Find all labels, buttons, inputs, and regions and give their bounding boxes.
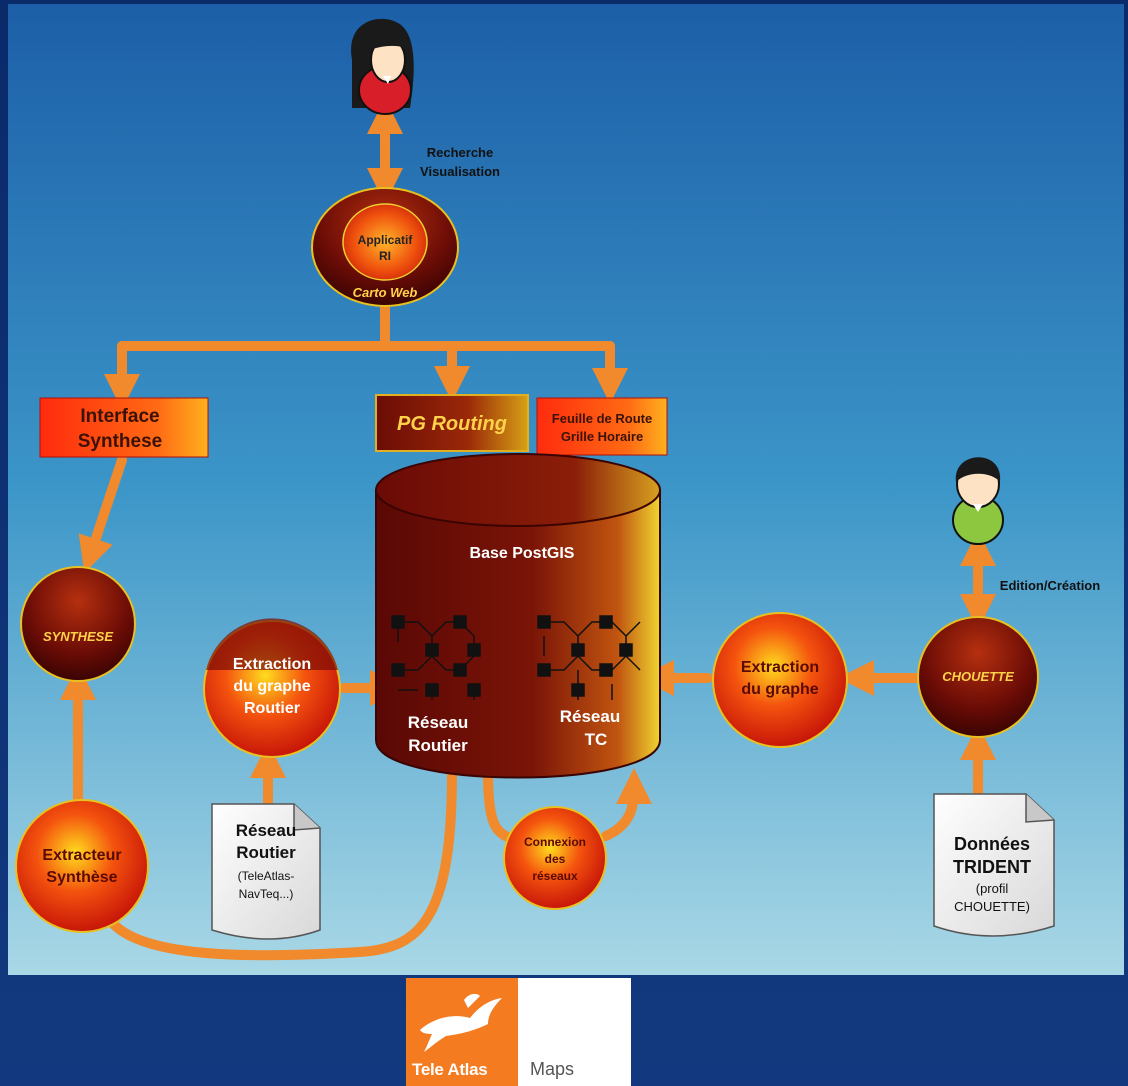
synthese-label: SYNTHESE [43,629,113,644]
extraction-routier-line-2: du graphe [233,678,310,695]
applicatif-line-1: Applicatif [358,233,414,247]
pg-routing-label: PG Routing [397,413,507,435]
editor-action: Edition/Création [1000,578,1100,593]
doc-trident-line-2: TRIDENT [953,857,1031,877]
arrow-interface-synthese [78,455,127,574]
base-postgis-label: Base PostGIS [470,545,575,562]
synthese-node[interactable] [20,566,136,682]
reseau-routier-document[interactable] [211,803,321,940]
curve-db-extracteur [105,767,457,961]
db-routier-line-2: Routier [408,736,468,755]
tc-network-icon [537,615,641,700]
doc-routier-line-2: Routier [236,843,296,862]
feuille-line-2: Grille Horaire [561,429,643,444]
connexion-node[interactable] [503,806,607,910]
extraction-routier-line-1: Extraction [233,656,311,673]
postgis-database[interactable] [375,453,661,779]
user-action-1: Recherche [427,145,493,160]
chouette-label: CHOUETTE [942,669,1014,684]
carto-web-node[interactable] [311,187,459,307]
extracteur-synthese-node[interactable] [15,799,149,933]
connexion-line-3: réseaux [532,869,578,883]
carto-web-label: Carto Web [353,285,418,300]
bird-icon [420,993,502,1052]
donnees-trident-document[interactable] [933,793,1055,937]
interface-line-1: Interface [80,406,159,427]
extraction-tc-line-2: du graphe [741,681,818,698]
chouette-node[interactable] [917,616,1039,738]
connectors [60,98,996,961]
doc-routier-line-1: Réseau [236,821,296,840]
interface-synthese-box[interactable] [39,397,209,458]
db-tc-line-1: Réseau [560,707,620,726]
logo-brand: Tele Atlas [412,1060,488,1079]
extracteur-line-1: Extracteur [42,847,121,864]
curve-connexion-tc [601,768,652,841]
pg-routing-box[interactable] [375,394,529,452]
connexion-line-1: Connexion [524,835,586,849]
doc-routier-line-4: NavTeq...) [239,887,294,901]
doc-routier-line-3: (TeleAtlas- [238,869,295,883]
routier-network-icon [391,615,481,700]
applicatif-line-2: RI [379,249,391,263]
logo-product: Maps [530,1059,575,1079]
connexion-line-2: des [545,852,566,866]
interface-line-2: Synthese [78,431,162,452]
doc-trident-line-3: (profil [976,881,1009,896]
db-routier-line-1: Réseau [408,713,468,732]
extraction-tc-line-1: Extraction [741,659,819,676]
doc-trident-line-4: CHOUETTE) [954,899,1030,914]
db-tc-line-2: TC [585,730,608,749]
user-action-2: Visualisation [420,164,500,179]
doc-trident-line-1: Données [954,834,1030,854]
feuille-line-1: Feuille de Route [552,411,652,426]
extraction-routier-top [206,618,338,670]
extraction-routier-line-3: Routier [244,700,300,717]
extracteur-line-2: Synthèse [46,869,117,886]
feuille-route-box[interactable] [536,397,668,456]
logo-orange-panel: Tele Atlas [406,978,518,1086]
editor-user-icon [952,457,1004,545]
curve-db-connexion [483,767,515,843]
user-icon [351,18,414,115]
tele-atlas-logo: Tele Atlas Maps [406,978,631,1086]
extraction-tc-node[interactable] [712,612,848,748]
